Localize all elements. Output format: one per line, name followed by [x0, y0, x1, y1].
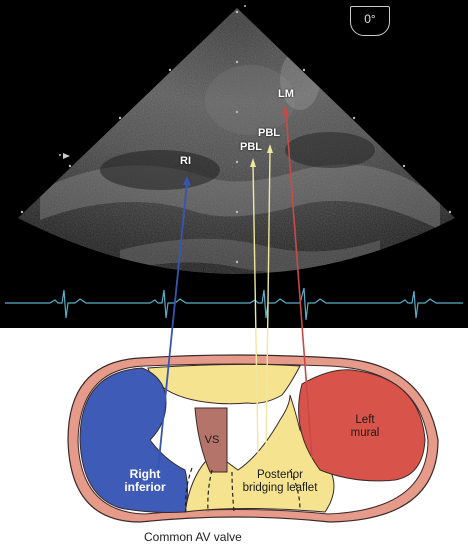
- label-left-mural-line2: mural: [350, 427, 380, 439]
- pbl-arrow-2: [265, 149, 271, 456]
- label-lm: LM: [278, 88, 294, 100]
- valve-schematic: [67, 354, 439, 523]
- pbl-arrow-1: [252, 163, 259, 456]
- ventricular-septum: [194, 407, 228, 473]
- label-right-inferior-line2: inferior: [124, 480, 166, 494]
- label-pbl-1: PBL: [240, 141, 262, 153]
- label-pbl-2: PBL: [258, 127, 280, 139]
- ultrasound-sector: [18, 5, 455, 274]
- right-inferior-leaflet: [79, 367, 188, 513]
- label-left-mural-line1: Left: [355, 414, 375, 426]
- ecg-trace: [5, 287, 463, 321]
- lm-arrow: [285, 111, 313, 459]
- label-posterior-bridging: Posterior bridging leaflet: [225, 469, 335, 495]
- label-left-mural: Left mural: [335, 414, 395, 440]
- label-ri: RI: [180, 155, 191, 167]
- posterior-bridging-leaflet: [184, 394, 335, 513]
- label-vs: VS: [204, 434, 220, 446]
- pointer-arrows: [157, 105, 313, 471]
- figure-caption: Common AV valve: [144, 530, 242, 544]
- label-posterior-bridging-line1: Posterior: [256, 469, 304, 481]
- ri-arrow: [157, 182, 188, 471]
- label-right-inferior: Right inferior: [110, 468, 180, 494]
- label-right-inferior-line1: Right: [129, 467, 161, 481]
- angle-indicator: 0°: [350, 6, 390, 36]
- commissure-lines: [185, 467, 301, 513]
- label-posterior-bridging-line2: bridging leaflet: [242, 482, 318, 494]
